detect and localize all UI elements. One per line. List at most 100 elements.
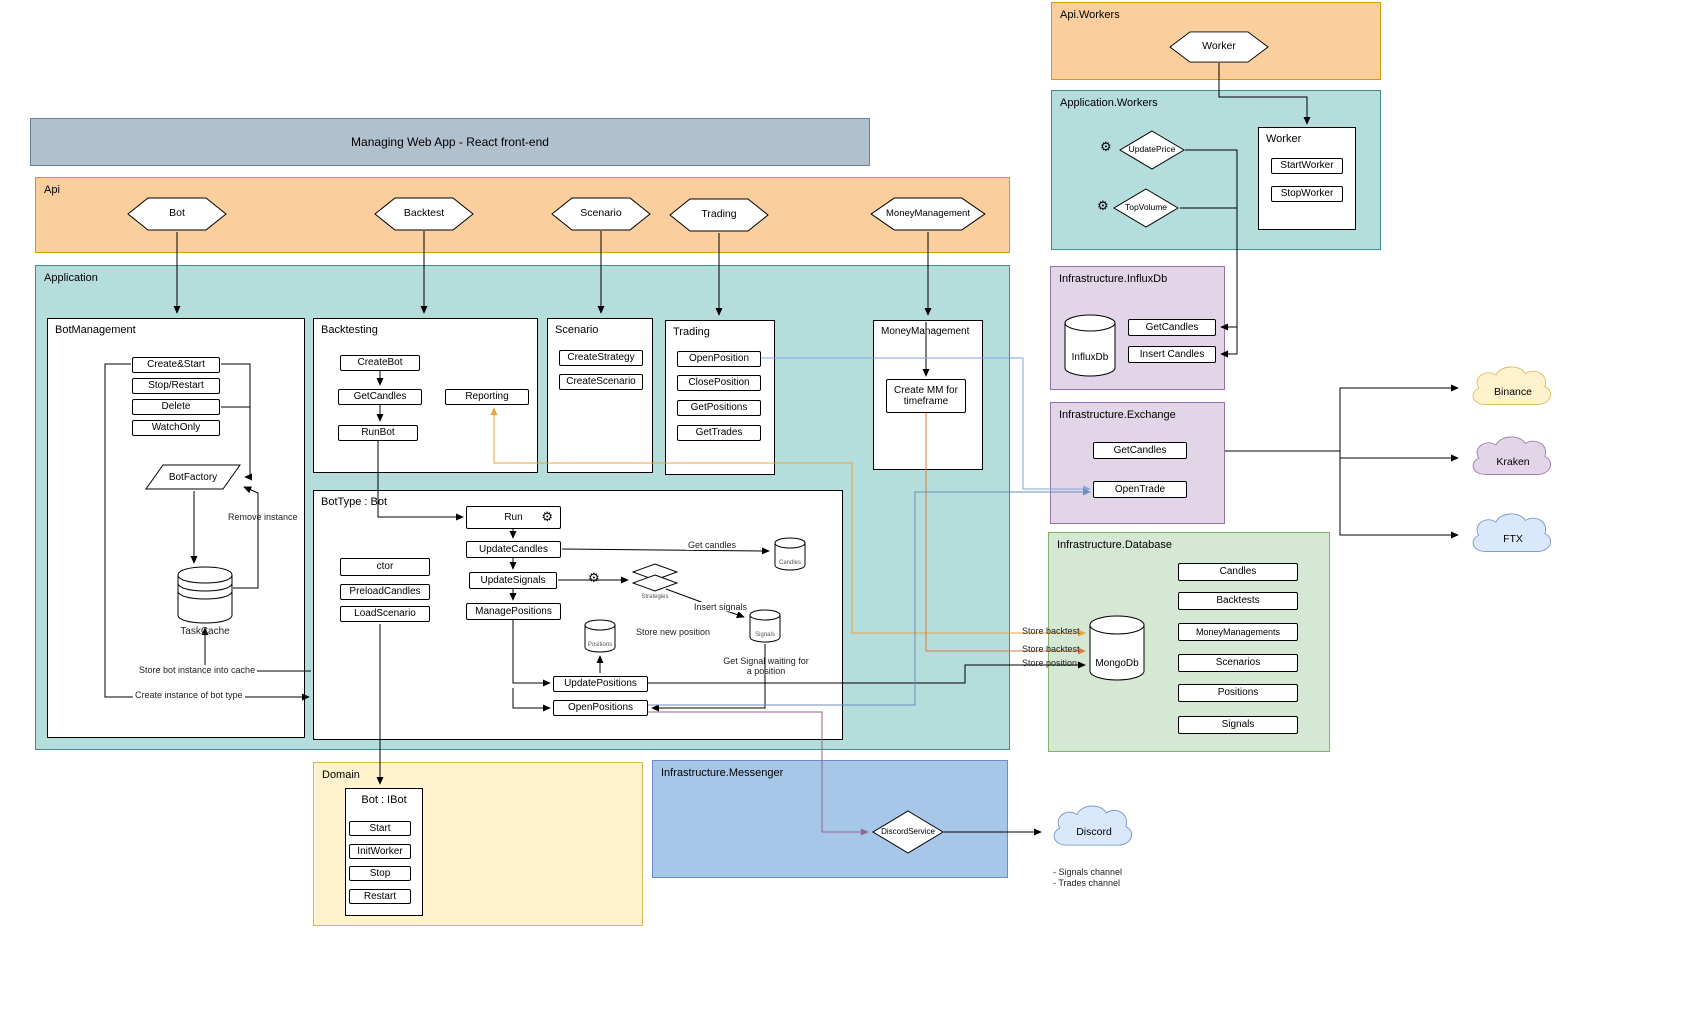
reporting-button: Reporting bbox=[445, 389, 529, 405]
ctor-button: ctor bbox=[340, 558, 430, 576]
discord-signals-channel-label: - Signals channel bbox=[1053, 867, 1123, 877]
watch-only-button: WatchOnly bbox=[132, 420, 220, 436]
ftx-label: FTX bbox=[1503, 533, 1523, 546]
worker-hexagon-label: Worker bbox=[1202, 40, 1236, 53]
create-start-button: Create&Start bbox=[132, 357, 220, 373]
collection-moneymanagements: MoneyManagements bbox=[1178, 623, 1298, 641]
application-band-label: Application bbox=[44, 272, 98, 284]
binance-cloud: Binance bbox=[1464, 362, 1562, 416]
worker-box-title: Worker bbox=[1266, 133, 1302, 145]
stop-worker-button: StopWorker bbox=[1271, 186, 1343, 202]
store-backtest-label-1: Store backtest bbox=[1022, 626, 1080, 636]
bot-type-title: BotType : Bot bbox=[321, 496, 388, 508]
bot-init-worker-button: InitWorker bbox=[349, 844, 411, 859]
discord-service-label: DiscordService bbox=[881, 826, 935, 836]
bot-factory-node: BotFactory bbox=[145, 464, 241, 490]
positions-store-cylinder: Positions bbox=[584, 619, 616, 653]
endpoint-trading-label: Trading bbox=[701, 208, 737, 221]
load-scenario-button: LoadScenario bbox=[340, 606, 430, 622]
api-workers-label: Api.Workers bbox=[1060, 9, 1120, 21]
store-new-position-edge-label: Store new position bbox=[634, 627, 713, 637]
gear-icon: ⚙ bbox=[588, 571, 600, 586]
kraken-label: Kraken bbox=[1496, 456, 1530, 469]
open-positions-button: OpenPositions bbox=[553, 700, 648, 716]
signals-store-cylinder: Signals bbox=[749, 609, 781, 643]
kraken-cloud: Kraken bbox=[1464, 432, 1562, 486]
collection-backtests: Backtests bbox=[1178, 592, 1298, 610]
scenario-module: Scenario bbox=[547, 318, 653, 473]
stop-restart-button: Stop/Restart bbox=[132, 378, 220, 394]
create-mm-button: Create MM for timeframe bbox=[886, 379, 966, 413]
messenger-band-label: Infrastructure.Messenger bbox=[661, 767, 784, 779]
bot-ibot-title: Bot : IBot bbox=[361, 794, 407, 806]
worker-hexagon: Worker bbox=[1169, 31, 1269, 63]
edge-exchange-binance bbox=[1225, 384, 1459, 452]
update-positions-button: UpdatePositions bbox=[553, 676, 648, 692]
gear-icon: ⚙ bbox=[1097, 199, 1109, 214]
run-label: Run bbox=[504, 511, 523, 523]
update-price-label: UpdatePrice bbox=[1128, 144, 1176, 155]
update-candles-button: UpdateCandles bbox=[466, 541, 561, 558]
candles-store-cylinder: Candles bbox=[774, 537, 806, 571]
application-workers-label: Application.Workers bbox=[1060, 97, 1158, 109]
store-cache-label: Store bot instance into cache bbox=[137, 665, 258, 675]
store-backtest-label-2: Store backtest bbox=[1022, 644, 1080, 654]
backtesting-get-candles-button: GetCandles bbox=[338, 389, 422, 405]
get-positions-button: GetPositions bbox=[677, 400, 761, 416]
backtesting-title: Backtesting bbox=[321, 324, 378, 336]
mongodb-cylinder: MongoDb bbox=[1089, 615, 1145, 681]
insert-signals-edge-label: Insert signals bbox=[692, 602, 750, 612]
strategies-node: Strategies bbox=[632, 563, 678, 601]
edge-exchange-kraken bbox=[1339, 451, 1459, 462]
influxdb-label: InfluxDb bbox=[1071, 352, 1109, 363]
mongodb-label: MongoDb bbox=[1095, 658, 1139, 669]
run-bot-button: RunBot bbox=[338, 425, 418, 441]
gear-icon: ⚙ bbox=[1100, 140, 1112, 155]
domain-band-label: Domain bbox=[322, 769, 360, 781]
infrastructure-exchange-band: Infrastructure.Exchange bbox=[1050, 402, 1225, 524]
api-endpoint-moneymanagement: MoneyManagement bbox=[870, 197, 986, 231]
get-candles-edge-label: Get candles bbox=[686, 540, 739, 550]
close-position-button: ClosePosition bbox=[677, 375, 761, 391]
scenario-title: Scenario bbox=[555, 324, 599, 336]
manage-positions-button: ManagePositions bbox=[466, 603, 561, 620]
money-management-title: MoneyManagement bbox=[881, 326, 970, 337]
collection-signals: Signals bbox=[1178, 716, 1298, 734]
endpoint-bot-label: Bot bbox=[169, 207, 185, 220]
store-position-label: Store position bbox=[1022, 658, 1078, 668]
discord-cloud: Discord bbox=[1045, 801, 1143, 857]
worker-box: Worker bbox=[1258, 127, 1356, 230]
top-volume-node: TopVolume bbox=[1113, 188, 1179, 228]
influx-insert-candles-button: Insert Candles bbox=[1128, 346, 1216, 363]
collection-positions: Positions bbox=[1178, 684, 1298, 702]
bot-management-title: BotManagement bbox=[55, 324, 136, 336]
collection-candles: Candles bbox=[1178, 563, 1298, 581]
run-button: Run ⚙ bbox=[466, 506, 561, 529]
bot-factory-label: BotFactory bbox=[168, 471, 218, 483]
infrastructure-messenger-band: Infrastructure.Messenger bbox=[652, 760, 1008, 878]
start-worker-button: StartWorker bbox=[1271, 158, 1343, 174]
binance-label: Binance bbox=[1494, 386, 1532, 399]
positions-store-label: Positions bbox=[587, 642, 613, 649]
endpoint-backtest-label: Backtest bbox=[403, 207, 445, 220]
bot-stop-button: Stop bbox=[349, 866, 411, 881]
trading-module: Trading bbox=[665, 320, 775, 475]
strategies-label: Strategies bbox=[641, 594, 669, 601]
get-signal-waiting-edge-label: Get Signal waiting for a position bbox=[723, 656, 809, 676]
preload-candles-button: PreloadCandles bbox=[340, 584, 430, 600]
collection-scenarios: Scenarios bbox=[1178, 654, 1298, 672]
influxdb-cylinder: InfluxDb bbox=[1064, 314, 1116, 377]
trading-title: Trading bbox=[673, 326, 710, 338]
edge-exchange-ftx bbox=[1339, 458, 1459, 539]
delete-button: Delete bbox=[132, 399, 220, 415]
api-band-label: Api bbox=[44, 184, 60, 196]
gear-icon: ⚙ bbox=[541, 510, 553, 525]
top-volume-label: TopVolume bbox=[1124, 202, 1168, 213]
api-endpoint-backtest: Backtest bbox=[374, 197, 474, 231]
bot-restart-button: Restart bbox=[349, 889, 411, 904]
endpoint-scenario-label: Scenario bbox=[580, 207, 622, 220]
influx-get-candles-button: GetCandles bbox=[1128, 319, 1216, 336]
bot-start-button: Start bbox=[349, 821, 411, 836]
endpoint-moneymanagement-label: MoneyManagement bbox=[886, 207, 970, 219]
